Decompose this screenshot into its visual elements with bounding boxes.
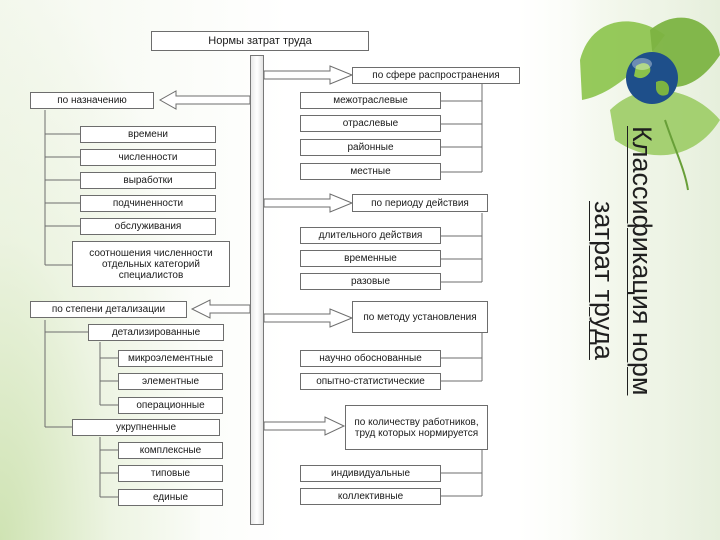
purpose-item: соотношения численности отдельных катего…: [72, 241, 230, 287]
arrow-workers: [263, 416, 346, 436]
period-header: по периоду действия: [352, 194, 488, 212]
scope-item: районные: [300, 139, 441, 156]
workers-item: коллективные: [300, 488, 441, 505]
globe-land-1: [634, 63, 651, 79]
purpose-item: выработки: [80, 172, 216, 189]
globe: [626, 52, 678, 104]
period-item: длительного действия: [300, 227, 441, 244]
scope-item: межотраслевые: [300, 92, 441, 109]
globe-shine: [632, 58, 652, 70]
diagram-title: Нормы затрат труда: [151, 31, 369, 51]
purpose-item: численности: [80, 149, 216, 166]
detail-item: микроэлементные: [118, 350, 223, 367]
arrow-period: [263, 193, 354, 213]
workers-header: по количеству работников, труд которых н…: [345, 405, 488, 450]
enlarged-item: типовые: [118, 465, 223, 482]
enlarged-group: укрупненные: [72, 419, 220, 436]
globe-land-2: [656, 80, 670, 96]
method-item: опытно-статистические: [300, 373, 441, 390]
side-title: Классификация норм затрат труда: [580, 126, 664, 520]
scope-header: по сфере распространения: [352, 67, 520, 84]
scope-item: отраслевые: [300, 115, 441, 132]
method-header: по методу установления: [352, 301, 488, 333]
arrow-scope: [263, 65, 354, 85]
detailed-group: детализированные: [88, 324, 224, 341]
enlarged-item: единые: [118, 489, 223, 506]
workers-item: индивидуальные: [300, 465, 441, 482]
arrow-method: [263, 308, 354, 328]
side-title-line2: затрат труда: [589, 201, 619, 360]
leaf-stem: [664, 119, 689, 191]
detail-header: по степени детализации: [30, 301, 187, 318]
purpose-item: времени: [80, 126, 216, 143]
period-item: временные: [300, 250, 441, 267]
method-item: научно обоснованные: [300, 350, 441, 367]
side-title-line1: Классификация норм: [627, 126, 657, 396]
detail-item: элементные: [118, 373, 223, 390]
detail-item: операционные: [118, 397, 223, 414]
arrow-detail: [190, 299, 251, 319]
leaf-globe-decoration: [580, 17, 720, 191]
purpose-item: подчиненности: [80, 195, 216, 212]
purpose-header: по назначению: [30, 92, 154, 109]
period-item: разовые: [300, 273, 441, 290]
leaf-left: [580, 21, 665, 101]
scope-item: местные: [300, 163, 441, 180]
central-spine: [250, 55, 264, 525]
enlarged-item: комплексные: [118, 442, 223, 459]
purpose-item: обслуживания: [80, 218, 216, 235]
